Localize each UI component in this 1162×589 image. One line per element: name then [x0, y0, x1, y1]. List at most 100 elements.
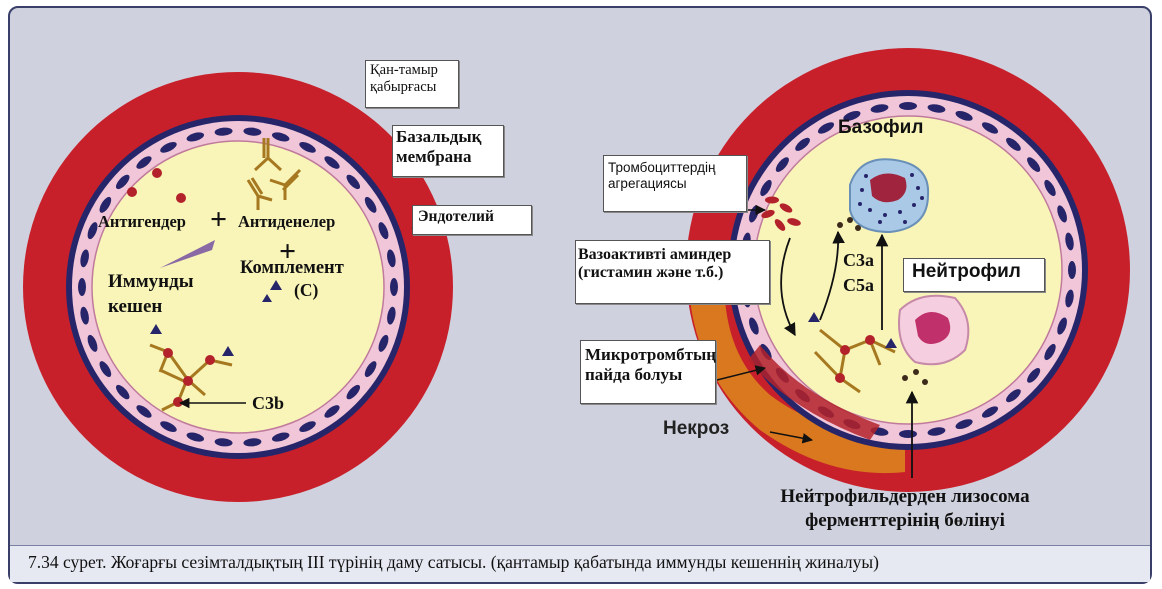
complement-particle	[262, 294, 272, 302]
endothelial-nucleus	[870, 104, 889, 113]
endothelial-nucleus	[843, 111, 861, 121]
antigen-dot	[176, 193, 186, 203]
endothelial-nucleus	[1065, 289, 1074, 308]
endothelial-nucleus	[927, 427, 946, 436]
left-endothelial-cells	[78, 127, 398, 447]
antibody-icon	[269, 168, 302, 200]
endothelial-nucleus	[899, 102, 917, 110]
basement-box	[392, 125, 504, 177]
pointer-wedge	[160, 240, 215, 268]
necrosis-label: Некроз	[663, 418, 730, 439]
endothelial-nucleus	[136, 405, 152, 418]
endothelial-nucleus	[80, 249, 89, 268]
endothelial-nucleus	[136, 156, 152, 169]
endothelial-nucleus	[390, 278, 398, 296]
endothelial-nucleus	[775, 157, 789, 172]
figure-caption: 7.34 сурет. Жоғарғы сезімталдықтың III т…	[28, 552, 879, 572]
complement-particle	[270, 280, 282, 290]
endothelial-nucleus	[1057, 317, 1067, 335]
endothelial-nucleus	[927, 104, 946, 113]
complement-c-label: (С)	[294, 280, 319, 300]
granule	[860, 188, 864, 192]
endothelial-nucleus	[378, 222, 389, 240]
endothelial-nucleus	[899, 430, 917, 438]
antibodies-label: Антиденелер	[238, 212, 336, 231]
lysosome-label: Нейтрофильдерден лизосома ферменттерінің…	[780, 486, 1030, 531]
antigens-label: Антигендер	[98, 212, 186, 231]
vasoactive-label: Вазоактивті аминдер (гистамин және т.б.)	[578, 246, 732, 282]
endothelial-nucleus	[364, 361, 377, 378]
complement-label: Комплемент	[240, 258, 344, 278]
vasoactive-arrow	[780, 237, 796, 337]
granule	[920, 196, 924, 200]
endothelial-nucleus	[1065, 232, 1074, 251]
endothelial-nucleus	[1057, 205, 1067, 223]
endothelial-nucleus	[378, 334, 389, 352]
microthrombus-box	[580, 340, 716, 404]
endothelial-nucleus	[78, 278, 86, 296]
granule	[878, 220, 882, 224]
endothelial-nucleus	[387, 249, 396, 268]
antigen-dot	[152, 168, 162, 178]
c3a-label: С3а	[843, 250, 874, 270]
endothelial-nucleus	[243, 127, 262, 136]
endothelial-nucleus	[80, 306, 89, 325]
endothelial-nucleus	[186, 432, 205, 442]
endothelial-nucleus	[1006, 389, 1021, 403]
basophil-label: Базофил	[838, 117, 924, 138]
endothelial-nucleus	[324, 156, 340, 169]
immune-complex-label: Иммунды кешен	[108, 271, 194, 317]
granule	[912, 203, 916, 207]
endothelium-label: Эндотелий	[418, 208, 494, 225]
platelet-label: Тромбоциттердің агрегациясы	[608, 160, 716, 191]
platelet-box	[603, 155, 747, 212]
microthrombus-label: Микротромбтың пайда болуы	[585, 345, 717, 384]
c3a-up-arrow	[819, 230, 845, 321]
plus-sign-2: +	[279, 235, 297, 268]
endothelial-nucleus	[99, 196, 112, 213]
endothelial-nucleus	[346, 174, 361, 190]
neutrophil-label: Нейтрофил	[912, 261, 1021, 282]
necrosis-arrow	[769, 431, 814, 444]
vessel-wall-box	[365, 60, 459, 108]
enzyme-dots	[837, 217, 928, 385]
granule	[898, 210, 902, 214]
endothelial-nucleus	[115, 384, 130, 400]
endothelial-nucleus	[817, 122, 835, 134]
endothelial-nucleus	[749, 317, 759, 335]
endothelial-nucleus	[346, 384, 361, 400]
neutrophil-cell	[898, 294, 970, 366]
endothelial-nucleus	[760, 179, 772, 197]
antibody-icon	[246, 177, 273, 210]
c3b-label: С3b	[252, 393, 285, 413]
granule	[903, 220, 907, 224]
granule	[858, 202, 862, 206]
antigen-dot	[127, 187, 137, 197]
endothelial-nucleus	[795, 137, 810, 151]
basement-label: Базальдық мембрана	[396, 127, 482, 166]
endothelial-nucleus	[1006, 137, 1021, 151]
antigen-dots	[127, 168, 186, 203]
microthrombus-arrow	[716, 365, 767, 381]
caption-bar	[10, 545, 1150, 582]
granule	[868, 208, 872, 212]
endothelial-nucleus	[955, 419, 973, 429]
basophil-cell	[849, 158, 930, 234]
microthrombus-area	[748, 345, 880, 440]
endothelial-nucleus	[955, 111, 973, 121]
endothelial-nucleus	[160, 421, 177, 433]
endothelial-nucleus	[271, 432, 290, 442]
endothelial-nucleus	[387, 306, 396, 325]
endothelial-nucleus	[981, 122, 999, 134]
endothelial-nucleus	[186, 132, 205, 142]
endothelial-nucleus	[299, 141, 316, 153]
endothelial-nucleus	[364, 196, 377, 213]
antibody-icon	[253, 138, 283, 172]
endothelial-nucleus	[214, 438, 233, 447]
endothelial-nucleus	[99, 361, 112, 378]
endothelial-nucleus	[1068, 261, 1076, 279]
endothelial-nucleus	[981, 406, 999, 418]
endothelial-nucleus	[1027, 368, 1041, 383]
endothelial-nucleus	[243, 438, 262, 447]
